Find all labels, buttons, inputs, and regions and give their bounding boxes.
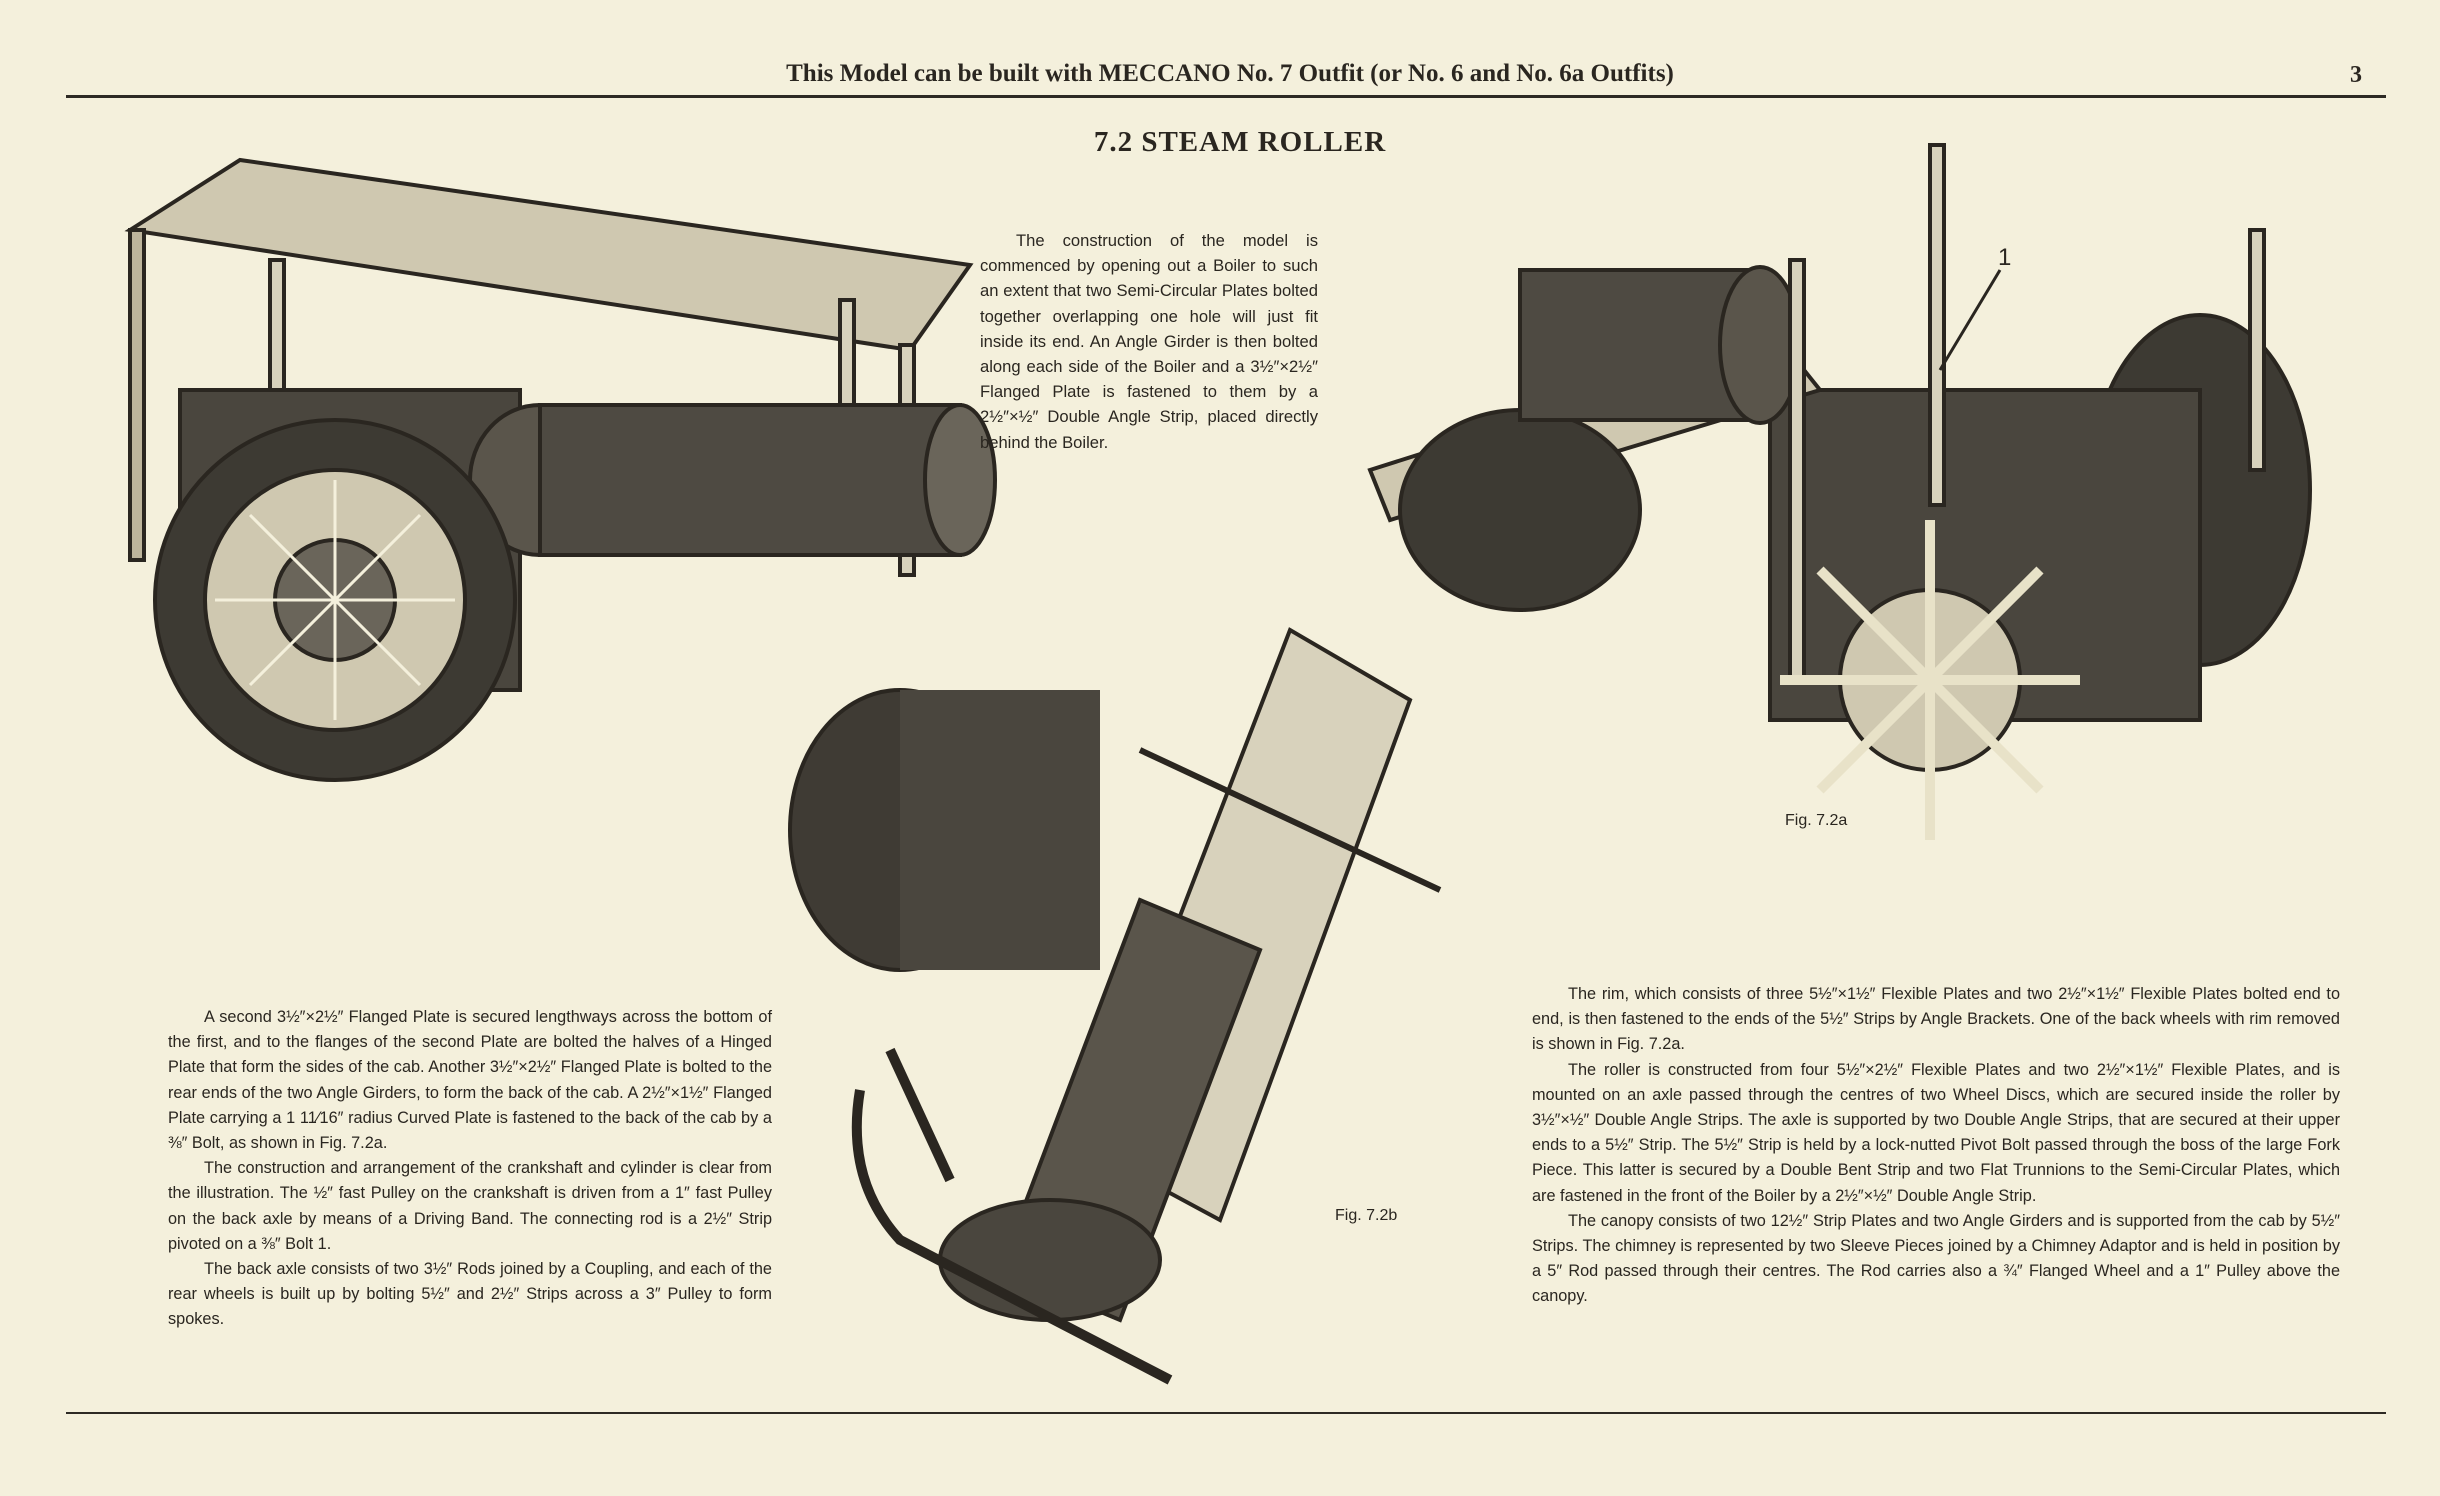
- header-rule: [66, 95, 2386, 98]
- footer-rule: [66, 1412, 2386, 1414]
- steam-roller-illustration: [124, 157, 1100, 972]
- intro-text: The construction of the model is commenc…: [980, 231, 1318, 452]
- fig-7-2a-illustration: 1: [1367, 143, 2312, 840]
- callout-1: 1: [1998, 244, 2011, 271]
- intro-paragraph: The construction of the model is commenc…: [980, 228, 1318, 455]
- page-title: 7.2 STEAM ROLLER: [1093, 126, 1387, 158]
- right-column-text: The rim, which consists of three 5½″×1½″…: [1532, 982, 2340, 1310]
- paragraph: The construction and arrangement of the …: [168, 1159, 772, 1253]
- page-number: 3: [2350, 62, 2362, 88]
- running-header: This Model can be built with MECCANO No.…: [786, 60, 1674, 87]
- left-column-text: A second 3½″×2½″ Flanged Plate is secure…: [168, 1005, 772, 1333]
- paragraph: The back axle consists of two 3½″ Rods j…: [168, 1260, 772, 1329]
- paragraph: The canopy consists of two 12½″ Strip Pl…: [1532, 1211, 2340, 1306]
- fig-7-2a-caption: Fig. 7.2a: [1785, 812, 1848, 829]
- paragraph: The roller is constructed from four 5½″×…: [1532, 1060, 2340, 1205]
- fig-7-2b-caption: Fig. 7.2b: [1335, 1207, 1398, 1224]
- paragraph: The rim, which consists of three 5½″×1½″…: [1532, 985, 2340, 1054]
- paragraph: A second 3½″×2½″ Flanged Plate is secure…: [168, 1008, 772, 1153]
- fig-7-2b-illustration: [851, 627, 1442, 1385]
